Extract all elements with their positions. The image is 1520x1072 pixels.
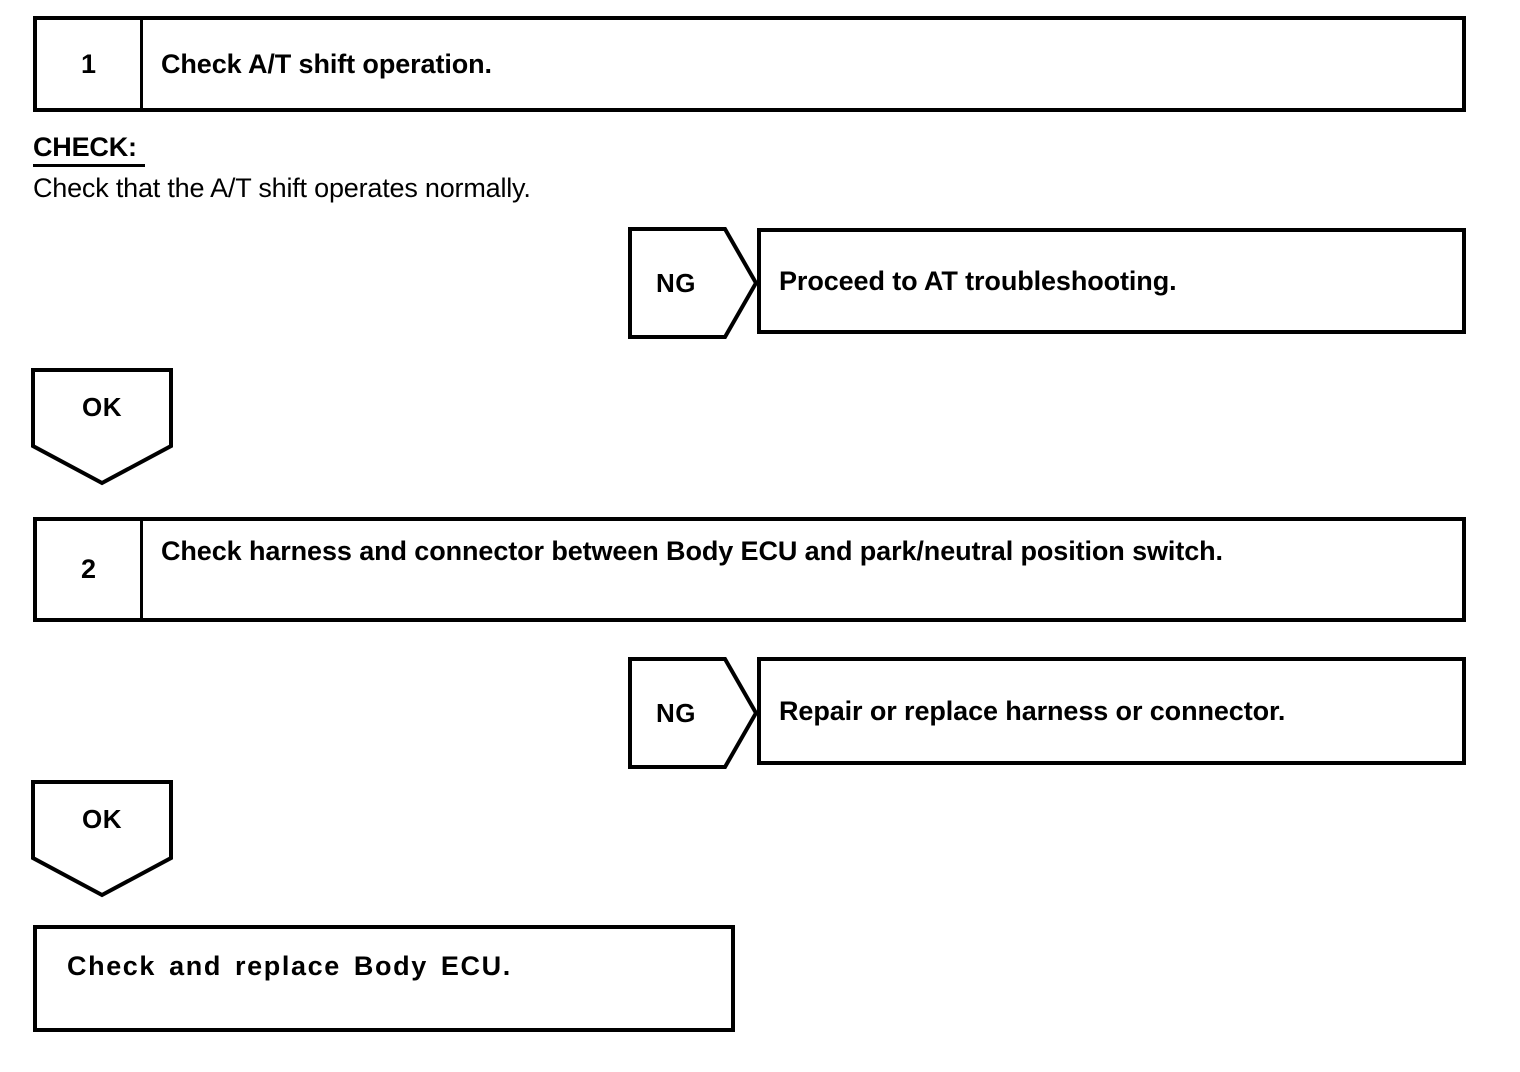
ng-arrow-2-label: NG — [656, 697, 696, 728]
step-2-box: 2 Check harness and connector between Bo… — [33, 517, 1466, 622]
ok-arrow-2-label: OK — [82, 803, 122, 834]
ok-arrow-2-shape — [31, 780, 173, 898]
ng-arrow-1-shape — [628, 227, 758, 339]
ng-arrow-2-shape — [628, 657, 758, 769]
ng-result-1-text: Proceed to AT troubleshooting. — [779, 265, 1177, 296]
check-block: CHECK: Check that the A/T shift operates… — [33, 132, 531, 204]
ng-result-box-2: Repair or replace harness or connector. — [757, 657, 1466, 765]
ng-result-box-1: Proceed to AT troubleshooting. — [757, 228, 1466, 334]
step-2-number: 2 — [37, 521, 143, 618]
ng-arrow-1: NG — [628, 227, 758, 339]
check-heading: CHECK: — [33, 132, 145, 167]
step-2-instruction: Check harness and connector between Body… — [161, 536, 1223, 566]
step-1-number: 1 — [37, 20, 143, 108]
ok-arrow-1-shape — [31, 368, 173, 486]
check-description: Check that the A/T shift operates normal… — [33, 173, 531, 203]
ok-arrow-2: OK — [31, 780, 173, 898]
step-1-instruction: Check A/T shift operation. — [161, 48, 492, 79]
ng-arrow-2: NG — [628, 657, 758, 769]
conclusion-text: Check and replace Body ECU. — [67, 951, 512, 981]
ok-arrow-1: OK — [31, 368, 173, 486]
ng-arrow-1-label: NG — [656, 267, 696, 298]
ng-result-2-text: Repair or replace harness or connector. — [779, 695, 1286, 726]
ok-arrow-1-label: OK — [82, 391, 122, 422]
step-1-box: 1 Check A/T shift operation. — [33, 16, 1466, 112]
conclusion-box: Check and replace Body ECU. — [33, 925, 735, 1032]
